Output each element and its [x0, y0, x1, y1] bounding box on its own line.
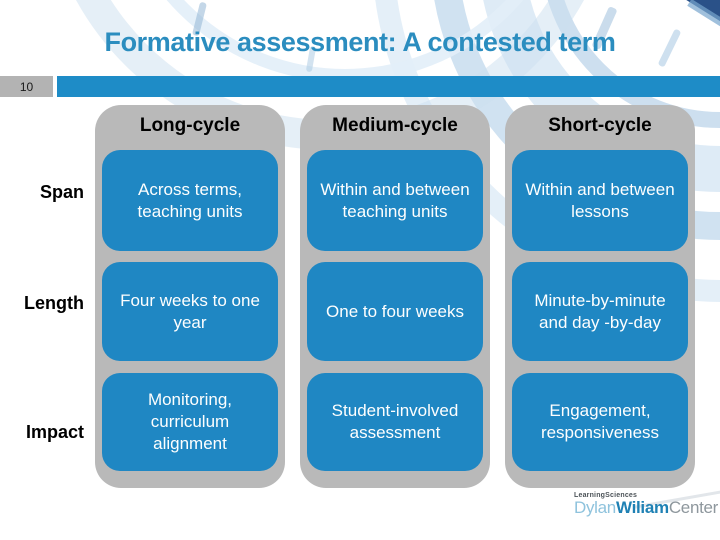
column-short-cycle: Short-cycle Within and between lessons M…: [505, 105, 695, 488]
table-cell-impact-medium: Student-involved assessment: [307, 373, 483, 471]
column-header: Short-cycle: [548, 115, 652, 136]
row-label-span: Span: [39, 182, 84, 202]
row-label-impact: Impact: [25, 422, 84, 442]
table-cell-impact-long: Monitoring, curriculum alignment: [102, 373, 278, 471]
table-cell-impact-short: Engagement, responsiveness: [512, 373, 688, 471]
row-label-length: Length: [24, 293, 84, 313]
table-cell-length-short: Minute-by-minute and day -by-day: [512, 262, 688, 361]
header-divider-bar: [57, 76, 720, 97]
table-cell-length-long: Four weeks to one year: [102, 262, 278, 361]
column-header: Medium-cycle: [332, 115, 458, 136]
table-cell-span-long: Across terms, teaching units: [102, 150, 278, 251]
column-header: Long-cycle: [139, 115, 241, 136]
logo-part-dylan: Dylan: [574, 498, 616, 518]
table-cell-span-short: Within and between lessons: [512, 150, 688, 251]
slide-title: Formative assessment: A contested term: [104, 27, 616, 57]
dylan-wiliam-center-logo: LearningSciences DylanWiliamCenter: [574, 492, 718, 517]
column-long-cycle: Long-cycle Across terms, teaching units …: [95, 105, 285, 488]
logo-main-text: DylanWiliamCenter: [574, 499, 718, 517]
column-medium-cycle: Medium-cycle Within and between teaching…: [300, 105, 490, 488]
table-cell-span-medium: Within and between teaching units: [307, 150, 483, 251]
slide-number: 10: [0, 76, 53, 97]
table-cell-length-medium: One to four weeks: [307, 262, 483, 361]
logo-part-center: Center: [668, 498, 719, 518]
logo-part-wiliam: Wiliam: [615, 498, 669, 518]
logo-small-text: LearningSciences: [574, 492, 638, 499]
